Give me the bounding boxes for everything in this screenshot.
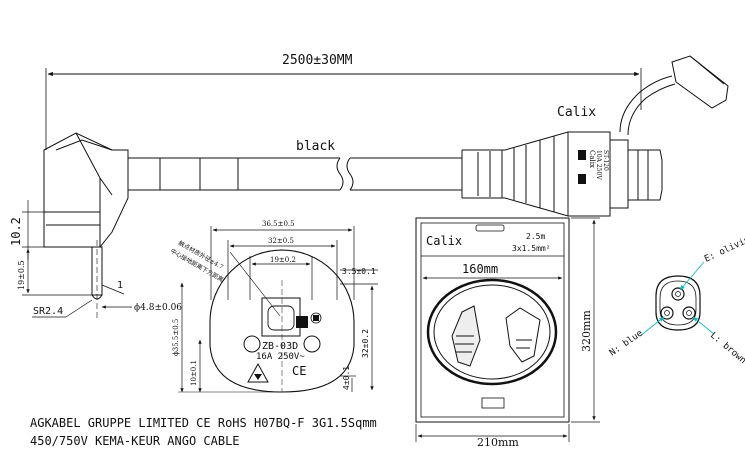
radius-label: SR2.4 <box>33 306 63 317</box>
overall-length-label: 2500±30MM <box>282 53 353 68</box>
face-width-outer: 36.5±0.5 <box>262 220 295 228</box>
live-label: L: brown <box>708 331 745 367</box>
plug-dimensions: 10.2 19±0.5 SR2.4 1 ϕ4.8±0.06 <box>9 200 182 318</box>
package: Calix 2.5m 3x1.5mm² 160mm 210mm 320mm <box>415 217 600 449</box>
package-length: 2.5m <box>526 232 545 241</box>
package-spec: 3x1.5mm² <box>512 244 551 253</box>
earth-label: E: olivine <box>703 233 745 265</box>
face-width-mid: 32±0.5 <box>268 237 294 245</box>
connector-mark-line1: Calix <box>588 150 596 168</box>
connector-marks: Calix 10A 250V ST-120 <box>578 150 609 184</box>
cable-color-label: black <box>296 139 335 154</box>
connector-mark-line2: 10A 250V <box>595 150 602 180</box>
face-width-inner: 19±0.2 <box>270 256 296 264</box>
callout-label: 1 <box>117 280 123 291</box>
footer-line-2: 450/750V KEMA-KEUR ANGO CABLE <box>30 434 240 448</box>
face-right-mid: 32±0.2 <box>361 329 370 358</box>
footer-line-1: AGKABEL GRUPPE LIMITED CE RoHS H07BQ-F 3… <box>30 416 377 430</box>
package-inner-width: 160mm <box>462 262 498 276</box>
plug-height-label: 10.2 <box>9 217 23 246</box>
cert-label: CE <box>292 364 306 378</box>
rating-label: 16A 250V~ <box>256 352 305 362</box>
package-height: 320mm <box>580 310 593 352</box>
package-width: 210mm <box>477 436 519 449</box>
face-right-low: 4±0.1 <box>342 366 351 390</box>
iec-connector <box>461 55 729 217</box>
connector-brand-label: Calix <box>557 105 596 120</box>
face-left-a: ϕ35.5±0.5 <box>172 319 180 356</box>
package-brand: Calix <box>426 234 462 248</box>
angled-plug <box>43 132 239 320</box>
cable <box>238 157 462 191</box>
pin-diameter-label: ϕ4.8±0.06 <box>134 303 182 313</box>
model-label: ZB-03D <box>262 341 298 352</box>
socket-face: E: olivine N: blue L: brown <box>608 233 745 366</box>
face-right-top: 3.5±0.1 <box>342 267 376 276</box>
plug-face: 36.5±0.5 32±0.5 19±0.2 触点材质外径±4.7 中心接地距离… <box>169 220 378 393</box>
plug-left-dim-label: 19±0.5 <box>17 260 26 290</box>
neutral-label: N: blue <box>608 329 645 359</box>
connector-mark-line3: ST-120 <box>602 150 609 171</box>
face-left-b: 10±0.1 <box>190 360 198 386</box>
overall-length-dimension: 2500±30MM <box>45 53 642 150</box>
